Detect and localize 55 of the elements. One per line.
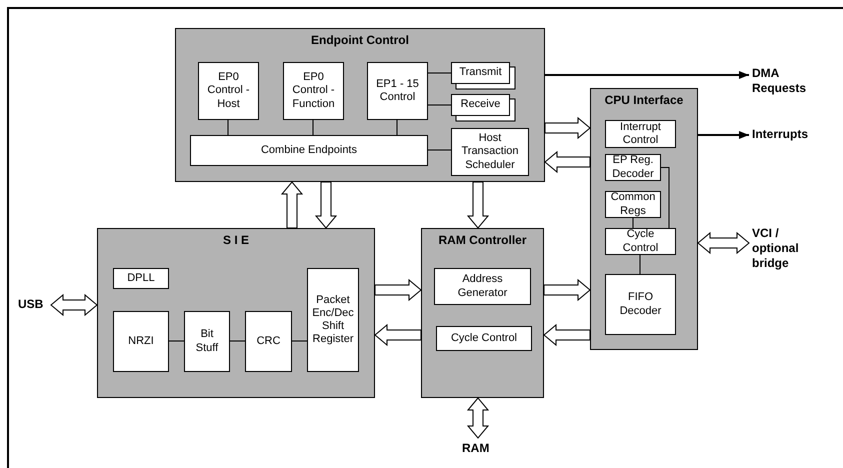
connector-line [428,104,452,106]
block-box: Interrupt Control [605,120,676,148]
block-arrow [280,181,304,228]
block-box: Packet Enc/Dec Shift Register [307,268,359,372]
block-box: DPLL [113,268,169,289]
block-box: FIFO Decoder [605,274,676,335]
block-panel [175,28,545,182]
block-title: S I E [222,233,249,247]
connector-line [168,340,184,342]
block-arrow [374,278,422,302]
block-arrow [544,278,591,302]
block-box: EP1 - 15 Control [367,62,428,120]
signal-label: RAM [462,441,496,458]
arrow [545,71,749,79]
block-arrow [466,397,490,439]
signal-label: Interrupts [752,127,822,144]
block-box: Combine Endpoints [190,135,428,166]
block-box: EP0 Control - Function [283,62,344,120]
connector-line [396,120,398,136]
block-arrow [697,232,750,254]
block-arrow [50,294,98,316]
signal-label: USB [18,297,48,314]
connector-line [230,340,246,342]
block-box: Address Generator [434,268,531,305]
connector-line [428,72,452,74]
block-box: EP Reg. Decoder [605,154,661,181]
block-box: EP0 Control - Host [198,62,259,120]
connector-line [292,340,308,342]
block-title: RAM Controller [438,233,526,247]
connector-line [312,120,314,136]
block-box: Cycle Control [605,228,676,255]
block-box: Bit Stuff [184,311,230,372]
block-box: Cycle Control [436,326,532,351]
block-arrow [374,324,422,346]
block-arrow [314,182,338,229]
block-title: CPU Interface [604,93,684,107]
arrow [698,131,749,139]
block-box: Transmit [451,62,510,84]
block-box: Common Regs [605,191,661,218]
block-panel [590,88,698,350]
block-arrow [543,324,590,346]
connector-line [660,167,670,228]
block-arrow [544,116,591,140]
block-panel [97,228,375,398]
block-panel [421,228,544,398]
block-box: Receive [451,94,510,116]
block-arrow [544,150,590,174]
signal-label: DMA Requests [752,66,822,98]
connector-line [632,218,634,228]
block-box: Host Transaction Scheduler [451,128,529,176]
signal-label: VCI / optional bridge [752,226,824,274]
block-arrow [466,182,490,229]
block-box: CRC [245,311,292,372]
block-box: NRZI [113,311,169,372]
block-title: Endpoint Control [311,33,409,47]
